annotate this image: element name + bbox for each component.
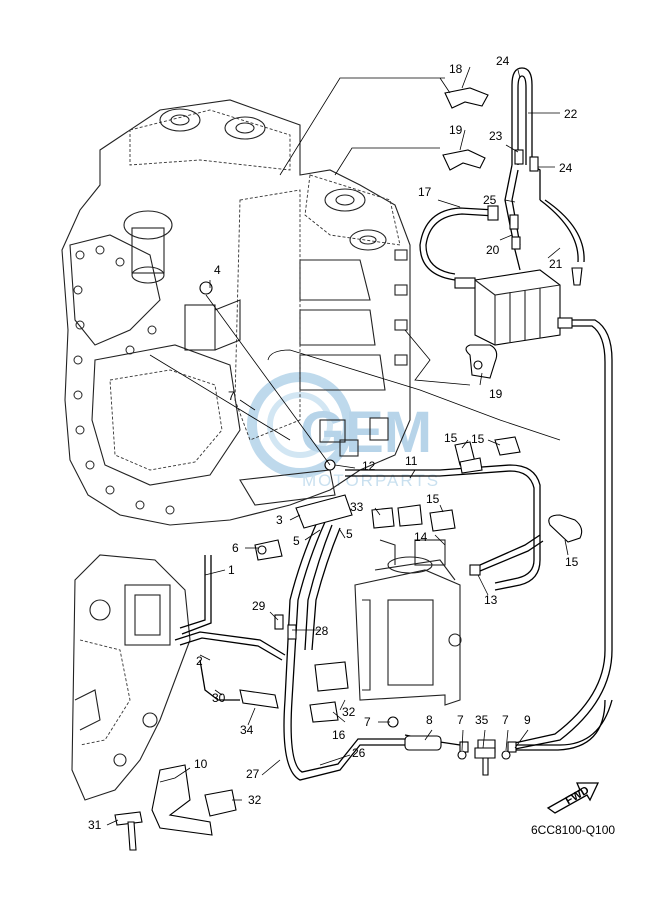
charcoal-canister — [454, 269, 573, 346]
callout-32: 32 — [248, 793, 262, 807]
callout-13: 14 — [414, 530, 428, 544]
callout-2: 2 — [196, 654, 203, 668]
watermark: GEM MOTORPARTS — [247, 372, 440, 490]
callout-24: 24 — [559, 161, 573, 175]
watermark-sub-text: MOTORPARTS — [302, 471, 440, 490]
flange-bolts — [73, 245, 175, 515]
callout-16: 10 — [194, 757, 208, 771]
callout-18: 17 — [418, 185, 432, 199]
drawing-code: 6CC8100-Q100 — [531, 823, 615, 837]
callout-4: 4 — [214, 263, 221, 277]
leader-lines — [106, 66, 569, 826]
callout-3: 3 — [276, 513, 283, 527]
callout-8: 8 — [426, 713, 433, 727]
fuel-vapor-separator — [354, 539, 462, 706]
callout-35: 35 — [475, 713, 489, 727]
callout-34: 34 — [240, 723, 254, 737]
hoses — [174, 67, 613, 781]
callout-24: 23 — [489, 129, 503, 143]
callout-9: 9 — [524, 713, 531, 727]
callout-1: 1 — [228, 563, 235, 577]
callout-21: 20 — [486, 243, 500, 257]
callout-5: 5 — [346, 527, 353, 541]
small-parts — [114, 87, 583, 851]
callout-7: 7 — [228, 389, 235, 403]
callout-33: 33 — [350, 500, 364, 514]
callout-7: 7 — [457, 713, 464, 727]
callout-17: 31 — [88, 818, 102, 832]
callout-32: 32 — [342, 705, 356, 719]
callout-31: 30 — [212, 691, 226, 705]
callout-15: 15 — [444, 431, 458, 445]
callout-23: 22 — [564, 107, 578, 121]
callout-6: 6 — [232, 541, 239, 555]
callout-10: 11 — [405, 454, 418, 468]
callout-29: 28 — [315, 624, 329, 638]
callout-11: 12 — [362, 459, 376, 473]
callout-19: 19 — [449, 123, 463, 137]
callout-22: 21 — [549, 257, 563, 271]
forward-arrow: FWD — [546, 782, 600, 814]
callout-19: 18 — [449, 62, 463, 76]
callout-15: 15 — [471, 432, 485, 446]
callout-20: 19 — [489, 387, 503, 401]
callout-15: 16 — [332, 728, 346, 742]
callout-5: 5 — [293, 534, 300, 548]
callout-15: 15 — [426, 492, 440, 506]
lower-left-assembly — [71, 554, 191, 801]
callout-26: 24 — [496, 54, 510, 68]
callout-27: 26 — [352, 746, 366, 760]
callout-7: 7 — [364, 715, 371, 729]
callout-25: 25 — [483, 193, 497, 207]
callout-7: 7 — [502, 713, 509, 727]
callouts: 18 24 22 19 23 24 25 17 20 21 4 19 7 15 … — [88, 54, 579, 832]
callout-28: 27 — [246, 767, 260, 781]
callout-30: 29 — [252, 599, 266, 613]
callout-12: 13 — [484, 593, 498, 607]
callout-14: 15 — [565, 555, 579, 569]
engine-block — [61, 99, 411, 526]
fwd-label: FWD — [564, 784, 592, 807]
